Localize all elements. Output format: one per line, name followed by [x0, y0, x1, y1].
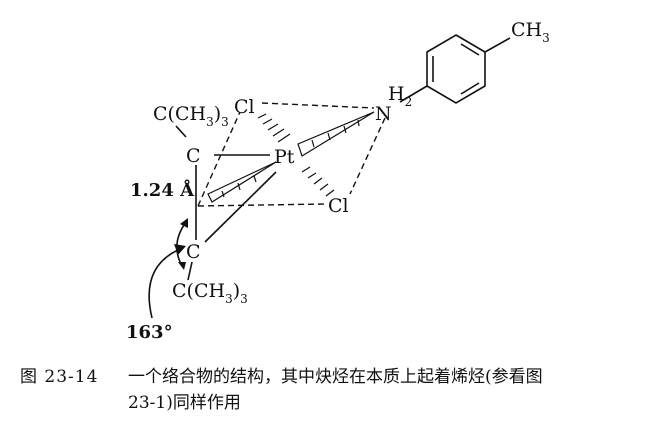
pt-n-wedge-hatch [311, 119, 360, 148]
bond-length-label: 1.24 Å [130, 178, 195, 201]
caption-line-1: 一个络合物的结构，其中炔烃在本质上起着烯烃(参看图 [128, 367, 543, 387]
platinum-label: Pt [274, 146, 295, 168]
amine-hydrogen-label: H2 [388, 83, 412, 109]
alkyne-carbon-lower-label: C [186, 241, 201, 263]
figure-caption: 图 23-14 一个络合物的结构，其中炔烃在本质上起着烯烃(参看图 23-1)同样… [20, 364, 650, 416]
tert-butyl-lower-label: C(CH3)3 [172, 280, 248, 306]
angle-bracket-arrowhead-top [180, 218, 188, 228]
pt-alkyne-complex-structure: CH3 H2 N Cl Cl Pt C C C(CH3)3 C(CH3)3 1.… [126, 19, 550, 343]
solid-bonds [175, 125, 277, 281]
pt-n-wedge-bond [297, 111, 375, 157]
figure-number: 图 23-14 [20, 367, 99, 387]
coordination-plane-dashes [197, 102, 386, 207]
angle-arrow-curve [148, 249, 179, 319]
angle-bracket-arrowhead-bottom [178, 262, 186, 270]
chlorine-bottom-label: Cl [328, 195, 349, 217]
pt-alkyne-wedge-hatch [221, 175, 257, 198]
methyl-label: CH3 [511, 19, 550, 45]
caption-line-2: 23-1)同样作用 [128, 393, 241, 413]
angle-bracket-curve [176, 221, 187, 267]
tert-butyl-upper-label: C(CH3)3 [153, 103, 229, 129]
chlorine-top-label: Cl [234, 96, 255, 118]
angle-arrow-head [174, 244, 186, 255]
pt-cl-hatched-bond-bottom [301, 166, 335, 197]
benzene-ring [426, 34, 486, 104]
alkyne-carbon-upper-label: C [186, 145, 201, 167]
pt-alkyne-wedge-bond [207, 161, 277, 203]
amine-nitrogen-label: N [375, 103, 392, 125]
ring-methyl-bond [484, 37, 511, 53]
ring-nitrogen-bond [399, 85, 428, 103]
pt-cl-hatched-bond-top [257, 113, 291, 143]
bond-angle-label: 163° [126, 322, 173, 343]
